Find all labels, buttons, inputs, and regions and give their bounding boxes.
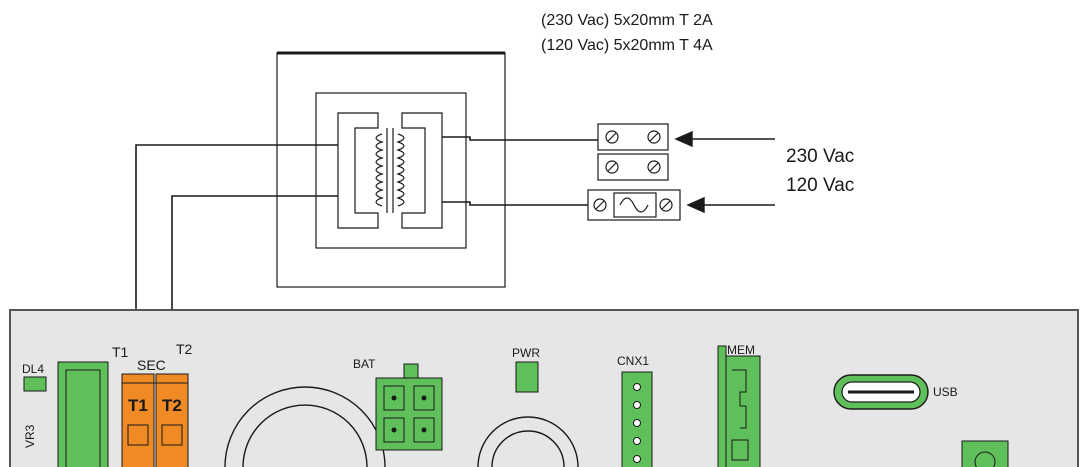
pwr-led	[515, 361, 539, 393]
usb-port	[833, 374, 929, 410]
fuse-holder	[587, 189, 681, 221]
bat-label: BAT	[353, 357, 376, 371]
fuse-spec-230: (230 Vac) 5x20mm T 2A	[541, 12, 713, 29]
mains-input-arrows	[674, 130, 775, 214]
mains-terminal-block	[597, 123, 669, 181]
transformer	[276, 51, 506, 288]
cnx1-label: CNX1	[617, 354, 649, 368]
vr3-label: VR3	[23, 424, 37, 448]
dl4-led	[23, 376, 47, 392]
label-230vac: 230 Vac	[786, 146, 854, 167]
t2-terminal: T2	[162, 396, 182, 415]
bat-connector	[375, 363, 443, 451]
fuse-icon	[619, 197, 649, 213]
fuse-spec-120: (120 Vac) 5x20mm T 4A	[541, 37, 713, 54]
cnx1-connector	[621, 371, 653, 467]
sec-terminal-block: T1 T2	[121, 373, 189, 467]
control-board: DL4 VR3 T1 SEC T2 T1 T2 BAT	[9, 309, 1079, 467]
mem-connector	[717, 345, 761, 467]
t1-wire-label: T1	[112, 344, 129, 360]
sec-label: SEC	[137, 357, 166, 373]
mem-label: MEM	[727, 343, 755, 357]
usb-label: USB	[933, 385, 958, 399]
label-120vac: 120 Vac	[786, 175, 854, 196]
dl4-label: DL4	[22, 362, 44, 376]
small-ring	[477, 416, 579, 467]
t1-terminal: T1	[128, 396, 148, 415]
t2-wire-label: T2	[176, 341, 193, 357]
pwr-label: PWR	[512, 346, 540, 360]
primary-coil	[375, 133, 384, 207]
secondary-coil	[396, 133, 405, 207]
